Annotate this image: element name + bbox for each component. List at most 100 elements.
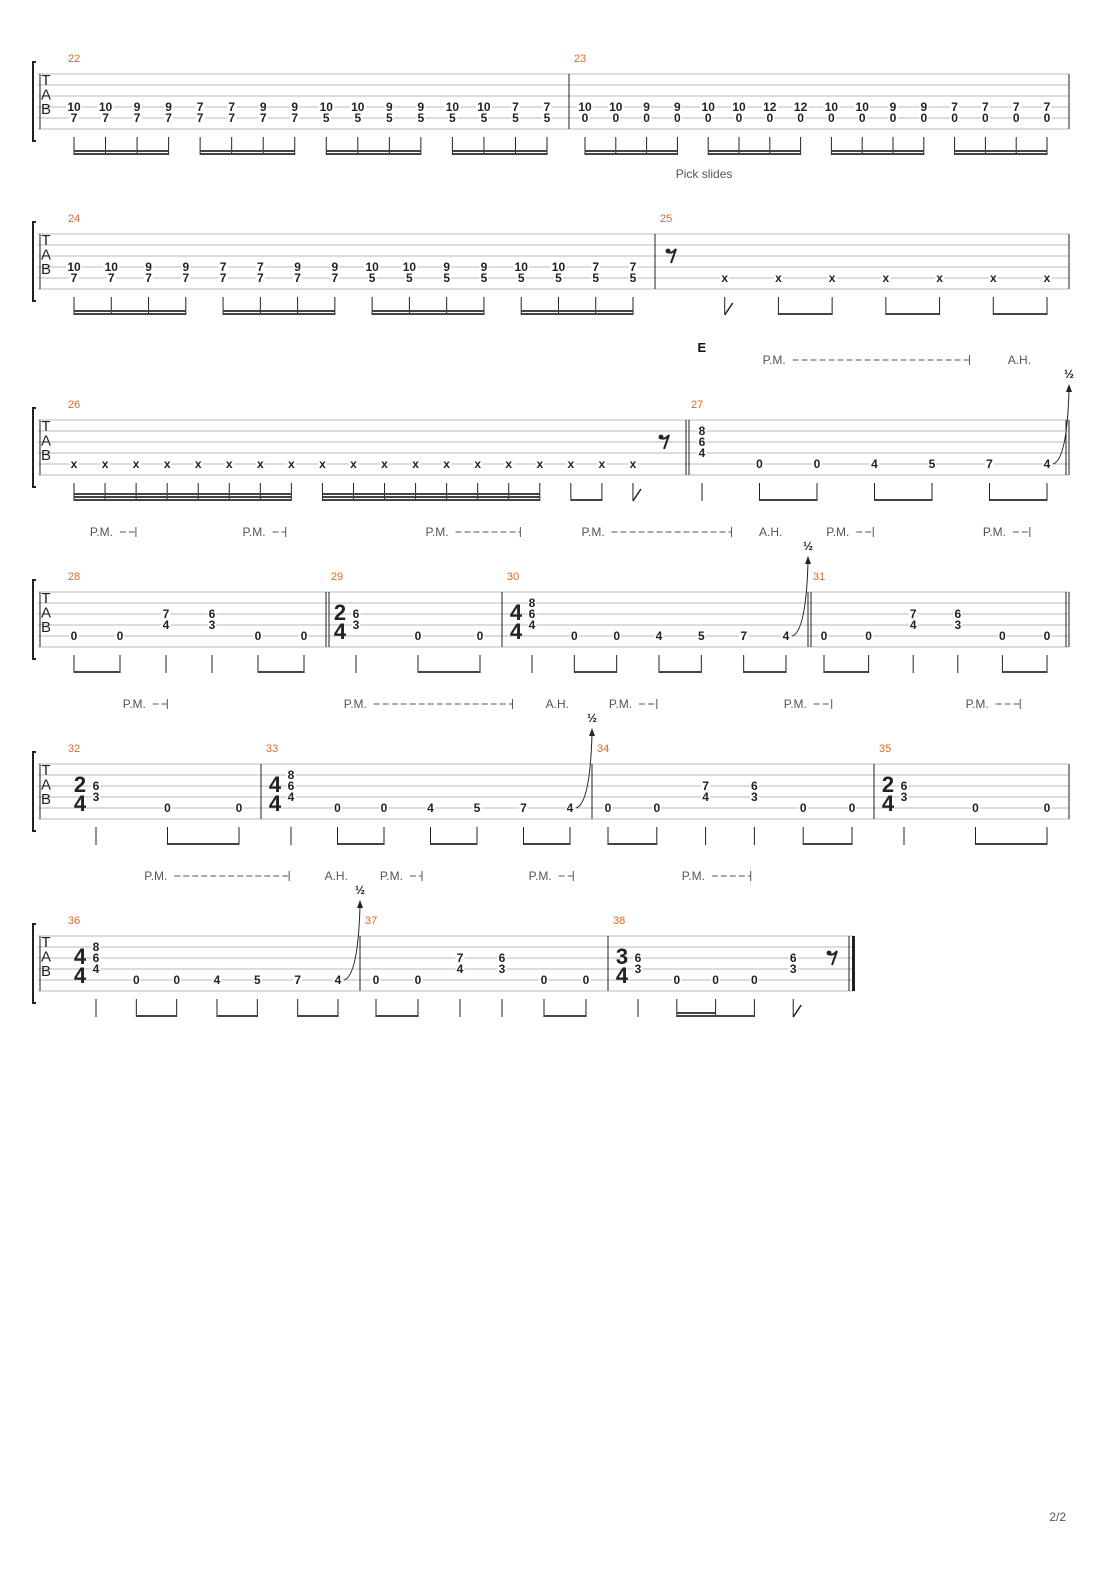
fret-mask [542, 113, 552, 123]
fret-number: 4 [93, 962, 100, 976]
fret-number: 5 [929, 457, 936, 471]
fret-mask [172, 975, 182, 985]
fret-number: 7 [257, 260, 264, 274]
fret-mask [218, 262, 228, 272]
fret-number: 5 [544, 111, 551, 125]
fret-number: 9 [481, 260, 488, 274]
fret-number: 7 [228, 100, 235, 114]
time-signature-denominator: 4 [882, 791, 895, 816]
fret-number: 4 [699, 446, 706, 460]
final-barline-thick [852, 936, 855, 991]
fret-number: 6 [954, 607, 961, 621]
measure-number: 27 [691, 399, 703, 411]
fret-number: 0 [653, 801, 660, 815]
fret-number: 7 [332, 271, 339, 285]
fret-mask [497, 953, 507, 963]
fret-mask [66, 102, 82, 112]
fret-number: 9 [643, 100, 650, 114]
fret-mask [527, 620, 537, 630]
fret-number: 0 [859, 111, 866, 125]
fret-number: 10 [99, 100, 113, 114]
fret-mask [401, 262, 418, 272]
muted-note: x [319, 457, 326, 471]
measure-number: 38 [613, 915, 625, 927]
muted-note: x [474, 457, 481, 471]
measure-number: 33 [266, 743, 278, 755]
fret-number: 9 [165, 100, 172, 114]
fret-mask [633, 953, 643, 963]
fret-mask [703, 113, 713, 123]
fret-mask [333, 803, 342, 813]
fret-number: 0 [582, 111, 589, 125]
fret-number: 7 [291, 111, 298, 125]
fret-number: 6 [499, 951, 506, 965]
fret-number: 7 [197, 111, 204, 125]
fret-number: 7 [257, 271, 264, 285]
fret-mask [91, 942, 101, 952]
tab-clef-letter: T [41, 590, 50, 607]
fret-number: 10 [609, 100, 623, 114]
fret-mask [255, 262, 265, 272]
time-signature-numerator: 2 [334, 600, 346, 625]
fret-number: 0 [415, 973, 422, 987]
fret-mask [255, 459, 265, 469]
fret-number: 9 [182, 260, 189, 274]
fret-number: 0 [583, 973, 590, 987]
fret-mask [472, 803, 482, 813]
fret-number: 7 [986, 457, 993, 471]
fret-mask [812, 459, 822, 469]
fret-number: 7 [512, 100, 519, 114]
eighth-rest-dot [665, 248, 671, 254]
fret-mask [367, 273, 377, 283]
fret-mask [101, 113, 111, 123]
fret-mask [91, 953, 101, 963]
fret-mask [749, 781, 759, 791]
fret-number: 4 [910, 618, 917, 632]
fret-mask [510, 113, 520, 123]
beam [708, 153, 801, 155]
beam [74, 499, 292, 501]
fret-number: 7 [102, 111, 109, 125]
beam [372, 310, 484, 312]
fret-mask [69, 113, 79, 123]
fret-number: 10 [515, 260, 529, 274]
beam [676, 1012, 716, 1014]
fret-mask [796, 113, 806, 123]
fret-mask [330, 273, 340, 283]
fret-mask [132, 102, 142, 112]
fret-number: 7 [1013, 100, 1020, 114]
time-signature-numerator: 2 [882, 772, 894, 797]
palm-mute-label: P.M. [426, 525, 449, 539]
beam [322, 499, 540, 501]
fret-mask [447, 113, 457, 123]
fret-mask [164, 102, 174, 112]
fret-mask [330, 262, 340, 272]
fret-number: 0 [477, 629, 484, 643]
beam [223, 313, 335, 315]
time-signature-denominator: 4 [334, 619, 347, 644]
fret-number: 4 [214, 973, 221, 987]
muted-note: x [133, 457, 140, 471]
fret-number: 0 [951, 111, 958, 125]
muted-note: x [936, 271, 943, 285]
time-signature-numerator: 4 [74, 944, 87, 969]
fret-mask [569, 631, 579, 641]
fret-mask [349, 102, 366, 112]
fret-mask [519, 803, 528, 813]
fret-number: 0 [751, 973, 758, 987]
fret-mask [510, 102, 520, 112]
fret-mask [293, 273, 303, 283]
fret-number: 6 [635, 951, 642, 965]
fret-mask [720, 273, 730, 283]
fret-mask [847, 803, 857, 813]
beam [676, 1015, 716, 1017]
fret-mask [371, 975, 381, 985]
fret-number: 5 [406, 271, 413, 285]
fret-number: 0 [612, 111, 619, 125]
fret-mask [597, 459, 607, 469]
fret-mask [734, 113, 744, 123]
fret-number: 3 [93, 790, 100, 804]
time-signature-denominator: 4 [616, 963, 629, 988]
fret-mask [318, 102, 335, 112]
fret-mask [91, 781, 101, 791]
